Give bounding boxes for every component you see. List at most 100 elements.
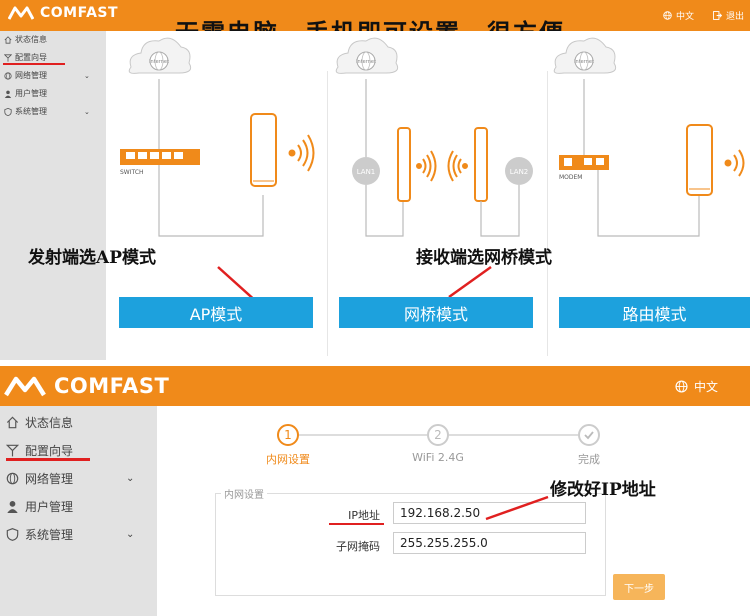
bottom-logo-text: COMFAST — [54, 374, 170, 398]
bottom-sidebar-item-status[interactable]: 状态信息 — [6, 414, 73, 431]
bottom-sidebar-label-status: 状态信息 — [25, 416, 74, 430]
internet-label: Internet — [149, 59, 169, 65]
annotation-bridge-mode: 接收端选网桥模式 — [416, 248, 552, 268]
network-topology-diagram: Internet SWITCH Internet LA — [120, 37, 745, 304]
stepper-connector — [449, 434, 578, 436]
next-step-button[interactable]: 下一步 — [613, 574, 665, 600]
bottom-sidebar-item-users[interactable]: 用户管理 — [6, 498, 73, 515]
top-language-label: 中文 — [675, 12, 694, 22]
step-3-circle — [578, 424, 600, 446]
internet-label: Internet — [574, 59, 594, 65]
top-logout-label: 退出 — [725, 12, 744, 22]
bottom-sidebar-item-system[interactable]: 系统管理 ⌄ — [6, 526, 134, 543]
comfast-logo-icon — [4, 376, 46, 397]
annotation-ap-mode: 发射端选AP模式 — [28, 248, 156, 268]
cpe-device-icon — [474, 127, 488, 202]
internet-cloud-icon: Internet — [128, 37, 192, 74]
top-sidebar-label-status: 状态信息 — [15, 35, 47, 44]
ap-mode-button[interactable]: AP模式 — [119, 297, 313, 328]
wifi-signal-icon — [447, 150, 468, 182]
ip-address-label: IP地址 — [348, 509, 380, 522]
internet-label: Internet — [356, 59, 376, 65]
top-sidebar-item-wizard[interactable]: 配置向导 — [4, 52, 47, 63]
bridge-mode-button[interactable]: 网桥模式 — [339, 297, 533, 328]
modem-label: MODEM — [559, 174, 583, 181]
chevron-down-icon: ⌄ — [126, 529, 135, 540]
subnet-mask-input[interactable] — [393, 532, 586, 554]
lan-settings-fieldset — [215, 493, 606, 596]
lan2-label: LAN2 — [510, 168, 529, 176]
bottom-logo: COMFAST — [4, 374, 169, 398]
column-divider — [327, 71, 328, 356]
chevron-down-icon: ⌄ — [126, 473, 135, 484]
switch-label: SWITCH — [120, 169, 144, 176]
top-sidebar-label-network: 网络管理 — [15, 71, 47, 80]
subnet-mask-label: 子网掩码 — [336, 540, 380, 553]
annotation-ip-address: 修改好IP地址 — [550, 480, 656, 500]
step-2-label: WiFi 2.4G — [412, 451, 464, 464]
user-icon — [7, 501, 18, 513]
ip-address-input[interactable] — [393, 502, 586, 524]
top-sidebar: 状态信息 配置向导 网络管理 ⌄ 用户管理 系统管理 ⌄ — [0, 31, 106, 360]
bottom-sidebar-item-network[interactable]: 网络管理 ⌄ — [6, 470, 134, 487]
lan1-icon: LAN1 — [352, 157, 380, 185]
bottom-sidebar-label-system: 系统管理 — [25, 528, 74, 542]
top-logout-button[interactable]: 退出 — [713, 9, 744, 22]
antenna-icon — [6, 444, 19, 457]
wifi-signal-icon — [416, 150, 437, 182]
chevron-down-icon: ⌄ — [84, 107, 90, 116]
lan1-label: LAN1 — [357, 168, 376, 176]
top-logo-text: COMFAST — [40, 5, 119, 21]
cpe-device-icon — [250, 113, 277, 187]
cpe-device-icon — [397, 127, 411, 202]
top-sidebar-item-users[interactable]: 用户管理 — [4, 88, 47, 99]
step-1-label: 内网设置 — [266, 453, 310, 466]
step-2-circle: 2 — [427, 424, 449, 446]
top-sidebar-item-network[interactable]: 网络管理 ⌄ — [4, 70, 90, 81]
modem-icon: MODEM — [559, 155, 609, 181]
lan-settings-legend: 内网设置 — [221, 486, 267, 501]
top-logo: COMFAST — [8, 5, 118, 21]
bottom-header — [0, 366, 750, 406]
globe-icon — [675, 380, 688, 393]
step-3-label: 完成 — [578, 453, 600, 466]
top-header — [0, 0, 750, 31]
shield-icon — [6, 528, 19, 541]
home-icon — [6, 416, 19, 429]
top-sidebar-label-wizard: 配置向导 — [15, 53, 47, 62]
router-mode-button[interactable]: 路由模式 — [559, 297, 750, 328]
bottom-sidebar-label-wizard: 配置向导 — [25, 444, 74, 458]
globe-icon — [4, 71, 12, 80]
globe-icon — [663, 11, 672, 20]
internet-cloud-icon: Internet — [335, 37, 399, 74]
top-language-switch[interactable]: 中文 — [663, 9, 694, 22]
internet-cloud-icon: Internet — [553, 37, 617, 74]
annotation-underline — [6, 458, 90, 461]
shield-icon — [4, 107, 12, 116]
check-icon — [584, 431, 594, 440]
annotation-underline — [3, 63, 65, 65]
lan2-icon: LAN2 — [505, 157, 533, 185]
column-divider — [547, 71, 548, 356]
bottom-language-switch[interactable]: 中文 — [675, 378, 718, 395]
wifi-signal-icon — [724, 149, 745, 177]
top-sidebar-item-system[interactable]: 系统管理 ⌄ — [4, 106, 90, 117]
step-1-circle: 1 — [277, 424, 299, 446]
annotation-underline — [329, 523, 384, 525]
home-icon — [4, 35, 12, 44]
annotation-arrow — [448, 265, 492, 299]
top-sidebar-label-system: 系统管理 — [15, 107, 47, 116]
bottom-sidebar: 状态信息 配置向导 网络管理 ⌄ 用户管理 系统管理 ⌄ — [0, 406, 157, 616]
wifi-signal-icon — [288, 134, 315, 172]
stepper-connector — [299, 434, 427, 436]
switch-icon: SWITCH — [120, 149, 200, 176]
top-sidebar-label-users: 用户管理 — [15, 89, 47, 98]
logout-icon — [713, 11, 722, 20]
panel-separator — [0, 360, 750, 366]
globe-icon — [6, 472, 19, 485]
top-sidebar-item-status[interactable]: 状态信息 — [4, 34, 47, 45]
annotation-arrow — [485, 495, 549, 521]
user-icon — [4, 90, 12, 98]
bottom-sidebar-item-wizard[interactable]: 配置向导 — [6, 442, 73, 459]
chevron-down-icon: ⌄ — [84, 71, 90, 80]
